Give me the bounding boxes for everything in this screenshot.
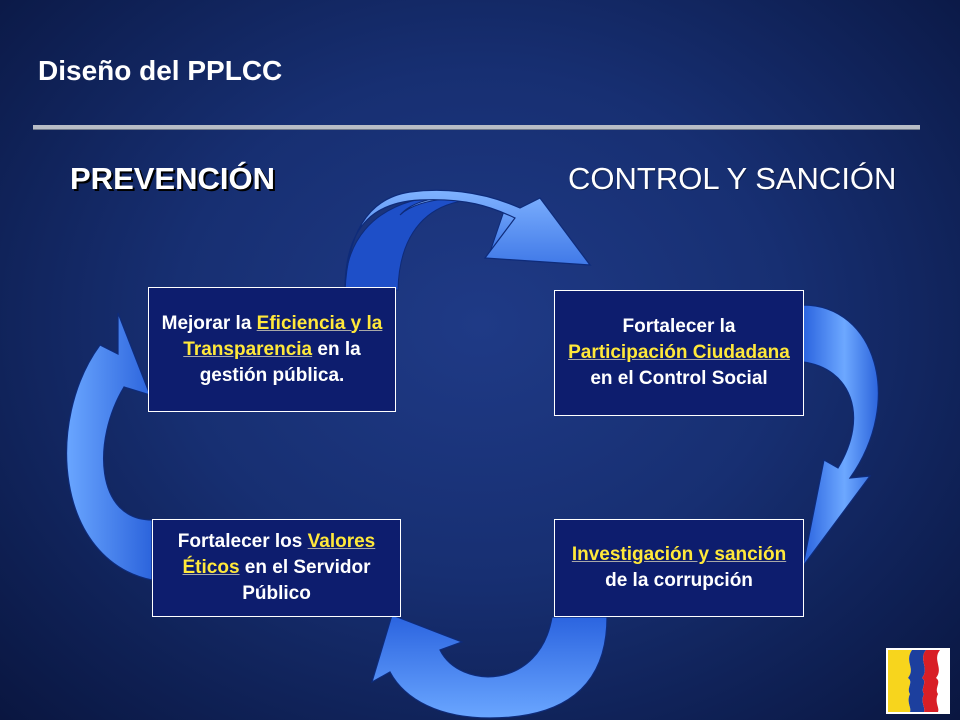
title-divider bbox=[33, 125, 920, 129]
box-highlight-text: Valores Éticos bbox=[182, 531, 376, 578]
curved-arrow-top-icon bbox=[344, 189, 592, 291]
box-text: Fortalecer los bbox=[177, 531, 308, 552]
box-valores-eticos: Fortalecer los Valores Éticos en el Serv… bbox=[152, 519, 401, 617]
box-text: Mejorar la bbox=[161, 312, 257, 334]
curved-arrow-bottom-icon bbox=[371, 614, 608, 719]
box-text: en el Control Social bbox=[590, 368, 768, 389]
box-highlight-text: Eficiencia y la Transparencia bbox=[183, 312, 383, 360]
box-investigacion-sancion: Investigación y sanción de la corrupción bbox=[554, 519, 804, 617]
box-text: en la gestión pública. bbox=[199, 338, 361, 386]
box-highlight-text: Investigación y sanción bbox=[571, 544, 787, 565]
heading-control-sancion: CONTROL Y SANCIÓN bbox=[568, 161, 897, 196]
box-highlight-text: Participación Ciudadana bbox=[568, 342, 790, 363]
curved-arrow-right-icon bbox=[802, 304, 879, 567]
heading-prevencion: PREVENCIÓN bbox=[70, 161, 275, 196]
box-participacion-ciudadana: Fortalecer la Participación Ciudadana en… bbox=[554, 290, 804, 416]
profiles-flag-logo bbox=[886, 648, 950, 714]
box-text: en el Servidor Público bbox=[239, 557, 371, 604]
slide-title: Diseño del PPLCC bbox=[38, 55, 283, 86]
curved-arrow-left-icon bbox=[66, 312, 153, 581]
box-mejorar-eficiencia: Mejorar la Eficiencia y la Transparencia… bbox=[148, 287, 396, 412]
box-text: Fortalecer la bbox=[622, 316, 736, 337]
box-text: de la corrupción bbox=[605, 570, 753, 591]
